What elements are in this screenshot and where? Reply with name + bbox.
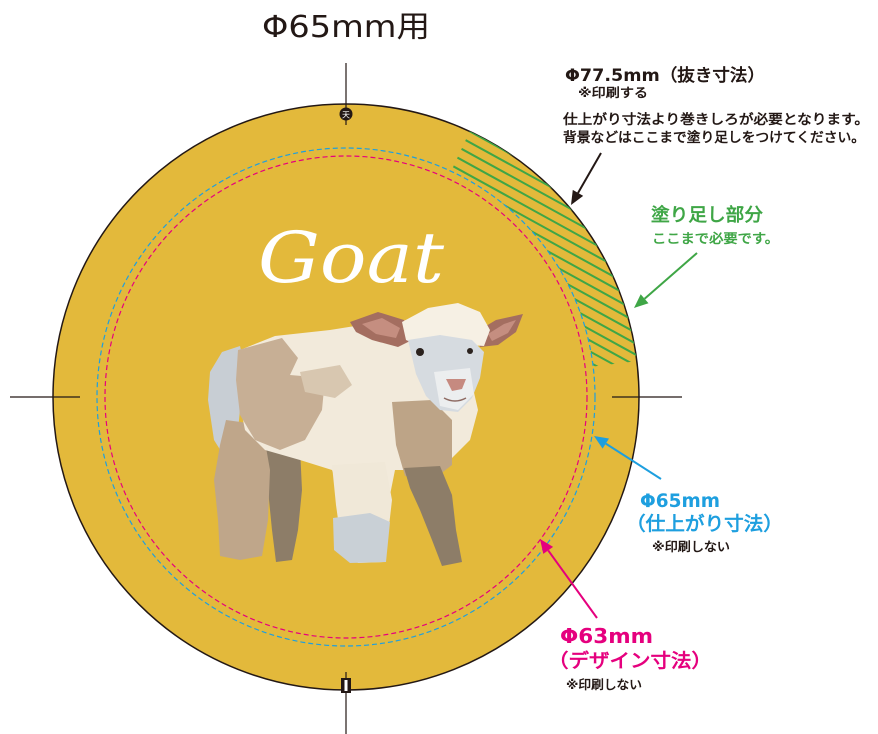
lamb-rear-patch xyxy=(236,338,325,450)
trim-size-label: Φ65mm xyxy=(640,490,720,512)
top-marker-dot xyxy=(339,107,353,121)
trim-size-note: ※印刷しない xyxy=(652,539,730,554)
bleed-hatch-line xyxy=(419,103,639,127)
bleed-hatch-line xyxy=(419,136,639,292)
lamb-hind-leg-front xyxy=(214,420,270,560)
lamb-middle-patch xyxy=(300,365,352,398)
design-arrow-head xyxy=(540,539,554,554)
trim-size-circle xyxy=(96,147,596,647)
cut-arrow-shaft xyxy=(577,152,602,194)
cut-size-annotation: Φ77.5mm（抜き寸法） ※印刷する 仕上がり寸法より巻きしろが必要となります… xyxy=(562,65,869,205)
lamb-eye-right xyxy=(467,348,473,354)
bleed-label: 塗り足し部分 xyxy=(651,204,763,226)
trim-size-sublabel: （仕上がり寸法） xyxy=(626,512,783,535)
lamb-head-top xyxy=(402,303,490,348)
trim-arrow-shaft xyxy=(605,442,662,480)
design-size-circle xyxy=(104,155,588,639)
lamb-shoulder-patch xyxy=(392,400,452,478)
lamb-ear-left-inner xyxy=(362,318,400,338)
lamb-front-leg-right xyxy=(404,466,462,566)
bleed-note: ここまで必要です。 xyxy=(652,231,779,247)
bottom-marker xyxy=(341,678,351,693)
lamb-front-leg-left-hoof xyxy=(333,513,390,563)
design-size-sublabel: （デザイン寸法） xyxy=(548,649,712,672)
lamb-eye-left xyxy=(416,348,424,356)
cut-size-description-line2: 背景などはここまで塗り足しをつけてください。 xyxy=(563,129,865,146)
lamb-illustration xyxy=(208,303,523,566)
lamb-hind-leg-back xyxy=(265,440,302,562)
design-arrow-shaft xyxy=(547,549,598,619)
cut-size-description-line1: 仕上がり寸法より巻きしろが必要となります。 xyxy=(562,111,869,128)
template-title: Φ65mm用 xyxy=(262,10,430,45)
trim-arrow-head xyxy=(594,436,609,449)
bleed-hatch-line xyxy=(419,147,639,303)
design-size-note: ※印刷しない xyxy=(566,677,642,692)
bleed-hatch-line xyxy=(419,103,639,116)
lamb-nose xyxy=(446,379,466,391)
design-size-label: Φ63mm xyxy=(560,624,653,648)
bleed-annotation: 塗り足し部分 ここまで必要です。 xyxy=(634,204,779,308)
cut-size-note: ※印刷する xyxy=(578,85,648,100)
top-marker: 天 xyxy=(339,107,353,121)
bleed-arrow-head xyxy=(634,294,649,308)
bleed-hatch-line xyxy=(419,125,639,281)
badge-design-text: Goat xyxy=(258,217,445,299)
bottom-marker-stripe xyxy=(344,680,348,691)
top-marker-label: 天 xyxy=(342,111,350,120)
lamb-ear-right-inner xyxy=(488,320,516,341)
lamb-mouth xyxy=(443,397,467,402)
design-size-annotation: Φ63mm （デザイン寸法） ※印刷しない xyxy=(540,539,712,692)
bleed-hatch-line xyxy=(419,103,639,105)
trim-size-annotation: Φ65mm （仕上がり寸法） ※印刷しない xyxy=(594,436,783,554)
cut-size-label: Φ77.5mm（抜き寸法） xyxy=(565,65,765,86)
bleed-arrow-shaft xyxy=(643,252,698,300)
cut-arrow-head xyxy=(571,189,584,205)
